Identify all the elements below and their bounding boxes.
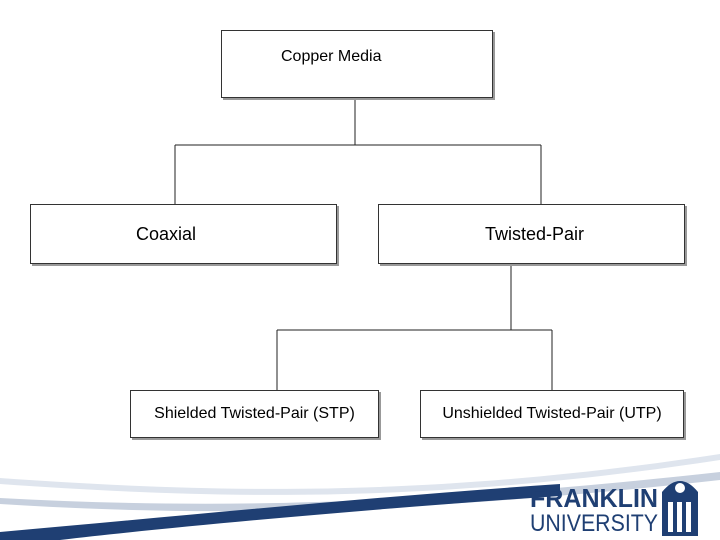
node-stp: Shielded Twisted-Pair (STP) [130,390,379,438]
node-twisted-pair: Twisted-Pair [378,204,685,264]
tower-emblem-icon [662,481,698,536]
node-twisted-pair-label: Twisted-Pair [484,223,585,244]
node-stp-label: Shielded Twisted-Pair (STP) [154,405,355,422]
node-utp-label: Unshielded Twisted-Pair (UTP) [442,405,662,422]
logo-line1: FRANKLIN [530,483,658,513]
swoosh-dark [0,484,560,540]
swoosh-top [0,454,720,495]
node-copper-media: Copper Media [221,30,493,98]
logo-line2: UNIVERSITY [530,510,658,537]
node-copper-media-label: Copper Media [281,48,382,65]
franklin-university-logo: FRANKLIN UNIVERSITY [0,454,720,540]
node-utp: Unshielded Twisted-Pair (UTP) [420,390,684,438]
node-coaxial: Coaxial [30,204,337,264]
node-coaxial-label: Coaxial [136,223,197,244]
